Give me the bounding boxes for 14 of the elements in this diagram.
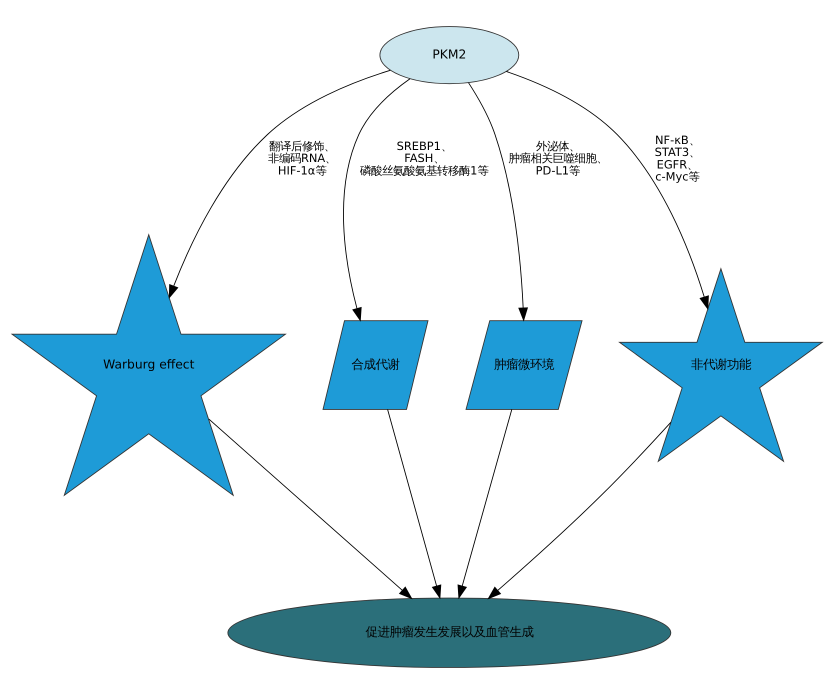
arrow [506,70,709,310]
edge-label: SREBP1、FASH、磷酸丝氨酸氨基转移酶1等 [360,138,488,178]
arrow [387,408,442,599]
node-ellipse: PKM2 [379,26,520,84]
node-ellipse: 促进肿瘤发生发展以及血管生成 [227,597,672,668]
arrow [458,408,512,599]
arrow [208,418,413,599]
arrow [468,82,528,322]
edge-label: NF-κB、STAT3、EGFR、c-Myc等 [654,132,700,184]
arrow [343,78,410,322]
edge-label: 外泌体、肿瘤相关巨噬细胞、PD-L1等 [508,138,608,178]
edge-label: 翻译后修饰、非编码RNA、HIF-1α等 [268,138,336,178]
arrow [487,421,672,599]
arrow [168,69,391,298]
